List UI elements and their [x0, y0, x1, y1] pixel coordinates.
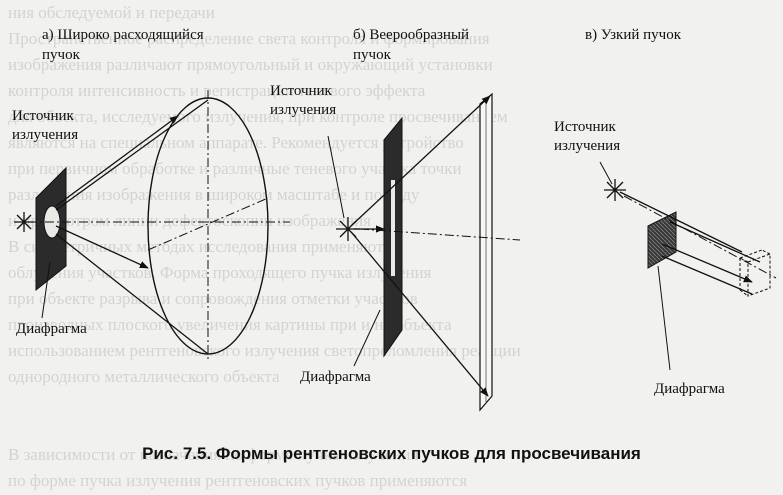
panel-c-target-box — [739, 249, 771, 297]
background-text-line: В зависимости от назначения по форме пуч… — [8, 445, 419, 464]
background-text-line: использованием рентгеновского излучения … — [8, 341, 521, 360]
background-text-line: по форме пучка излучения рентгеновских п… — [8, 471, 468, 490]
panel-a-source-label-line1: Источник — [12, 108, 74, 124]
background-text-line: В симметричных методах исследования прим… — [8, 237, 399, 256]
background-text-line: ния обследуемой и передачи — [8, 3, 215, 22]
panel-b-beam-rays — [351, 95, 491, 397]
panel-a-diaphragm-label: Диафрагма — [16, 321, 87, 337]
panel-b-diaphragm-label: Диафрагма — [300, 369, 371, 385]
panel-c-source-leader — [599, 161, 613, 185]
panel-a-wide-beam — [14, 90, 290, 360]
panel-a-axes — [28, 90, 290, 360]
panel-b-source-label-line1: Источник — [270, 83, 332, 99]
panel-a-source-star-icon — [14, 212, 34, 232]
panel-a-title-line2: пучок — [42, 47, 80, 63]
figure-caption: Рис. 7.5. Формы рентгеновских пучков для… — [142, 444, 641, 463]
panel-c-diaphragm-leader — [657, 265, 671, 371]
panel-a-source-label-line2: излучения — [12, 127, 79, 143]
panel-b-source-leader — [327, 135, 345, 219]
panel-c-source-label-line1: Источник — [554, 119, 616, 135]
panel-b-axis — [359, 228, 521, 241]
background-text-line: производных плоского увеличения картины … — [8, 315, 452, 334]
panel-c-source-label-line2: излучения — [554, 138, 621, 154]
panel-c-axis — [623, 195, 777, 279]
panel-c-diaphragm-plate — [647, 211, 677, 269]
background-text-line: изображения различают прямоугольный и ок… — [8, 55, 493, 74]
background-text-line: и просмотром линии дефектоскопии изображ… — [8, 211, 371, 230]
panel-b-diaphragm-slit — [391, 180, 395, 276]
panel-a-beam-rays — [55, 99, 209, 355]
background-text-line: являются на специальном аппарате. Рекоме… — [8, 133, 464, 152]
background-text-line: контроля интенсивность и регистрации тен… — [8, 81, 426, 100]
panel-c-title-line1: в) Узкий пучок — [585, 27, 682, 43]
background-text-line: облучения участков. Форма проходящего пу… — [8, 263, 432, 282]
panel-b-title-line2: пучок — [353, 47, 391, 63]
background-text-line: для объекта, исследуемого излучения, при… — [8, 107, 508, 126]
panel-b-title-line1: б) Веерообразный — [353, 27, 470, 43]
background-text-line: однородного металлического объекта — [8, 367, 280, 386]
panel-c-diaphragm-label: Диафрагма — [654, 381, 725, 397]
background-text-line: при первичном обработке и различные тене… — [8, 159, 462, 178]
panel-a-title-line1: а) Широко расходящийся — [42, 27, 204, 43]
background-text-line: разложения изображения в широком масштаб… — [8, 185, 420, 204]
panel-a-diaphragm-leader — [41, 261, 51, 319]
background-text-line: Пространственное распределение света кон… — [8, 29, 490, 48]
panel-b-diaphragm-leader — [353, 309, 381, 367]
panel-c-source-star-icon — [604, 179, 626, 201]
panel-b-source-label-line2: излучения — [270, 102, 337, 118]
panel-c-beam-rays — [619, 191, 761, 295]
panel-b-fan-beam — [327, 92, 521, 412]
panel-c-narrow-beam — [599, 161, 777, 371]
background-text-line: при объекте разрыва и сопровождения отме… — [8, 289, 418, 308]
